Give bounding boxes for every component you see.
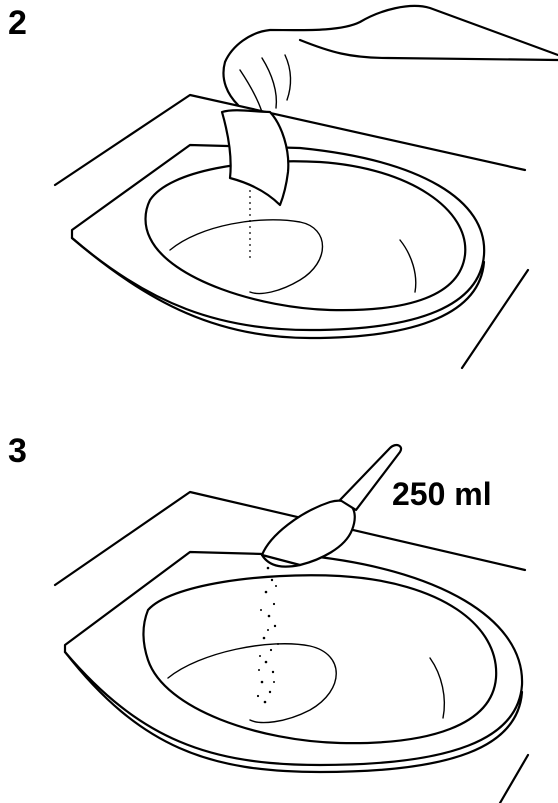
countertop-back-edge — [53, 490, 527, 587]
sink-drain-curve — [169, 219, 324, 295]
finger-line — [284, 54, 292, 101]
sink-with-hand-illustration — [53, 4, 558, 370]
countertop-front-edge — [498, 753, 530, 803]
sink-outer-rim — [70, 143, 486, 332]
sink-rim-thickness — [63, 650, 524, 774]
step-3-number: 3 — [8, 432, 27, 470]
finger-line — [261, 57, 278, 109]
sink-drain-curve — [167, 643, 337, 724]
step-2-illustration — [0, 0, 558, 400]
scoop-handle — [338, 443, 403, 512]
scoop-bowl — [260, 499, 356, 568]
sink-with-scoop-illustration — [53, 443, 530, 803]
sink-inner-curve — [429, 657, 446, 719]
sink-outer-rim — [63, 550, 524, 767]
powder-packet — [220, 109, 290, 207]
countertop-back-edge — [53, 93, 527, 187]
arm-lower-outline — [298, 38, 558, 62]
step-3-illustration — [0, 420, 558, 803]
step-2-number: 2 — [8, 4, 27, 42]
arm-outline — [222, 4, 558, 107]
finger-line — [239, 69, 263, 113]
falling-powder — [256, 566, 279, 704]
sink-inner-bowl — [142, 574, 498, 745]
amount-label: 250 ml — [392, 476, 492, 512]
scoop-rim — [260, 553, 302, 567]
sink-rim-thickness — [70, 236, 486, 340]
countertop-front-edge — [460, 268, 530, 370]
sink-inner-curve — [399, 239, 417, 293]
